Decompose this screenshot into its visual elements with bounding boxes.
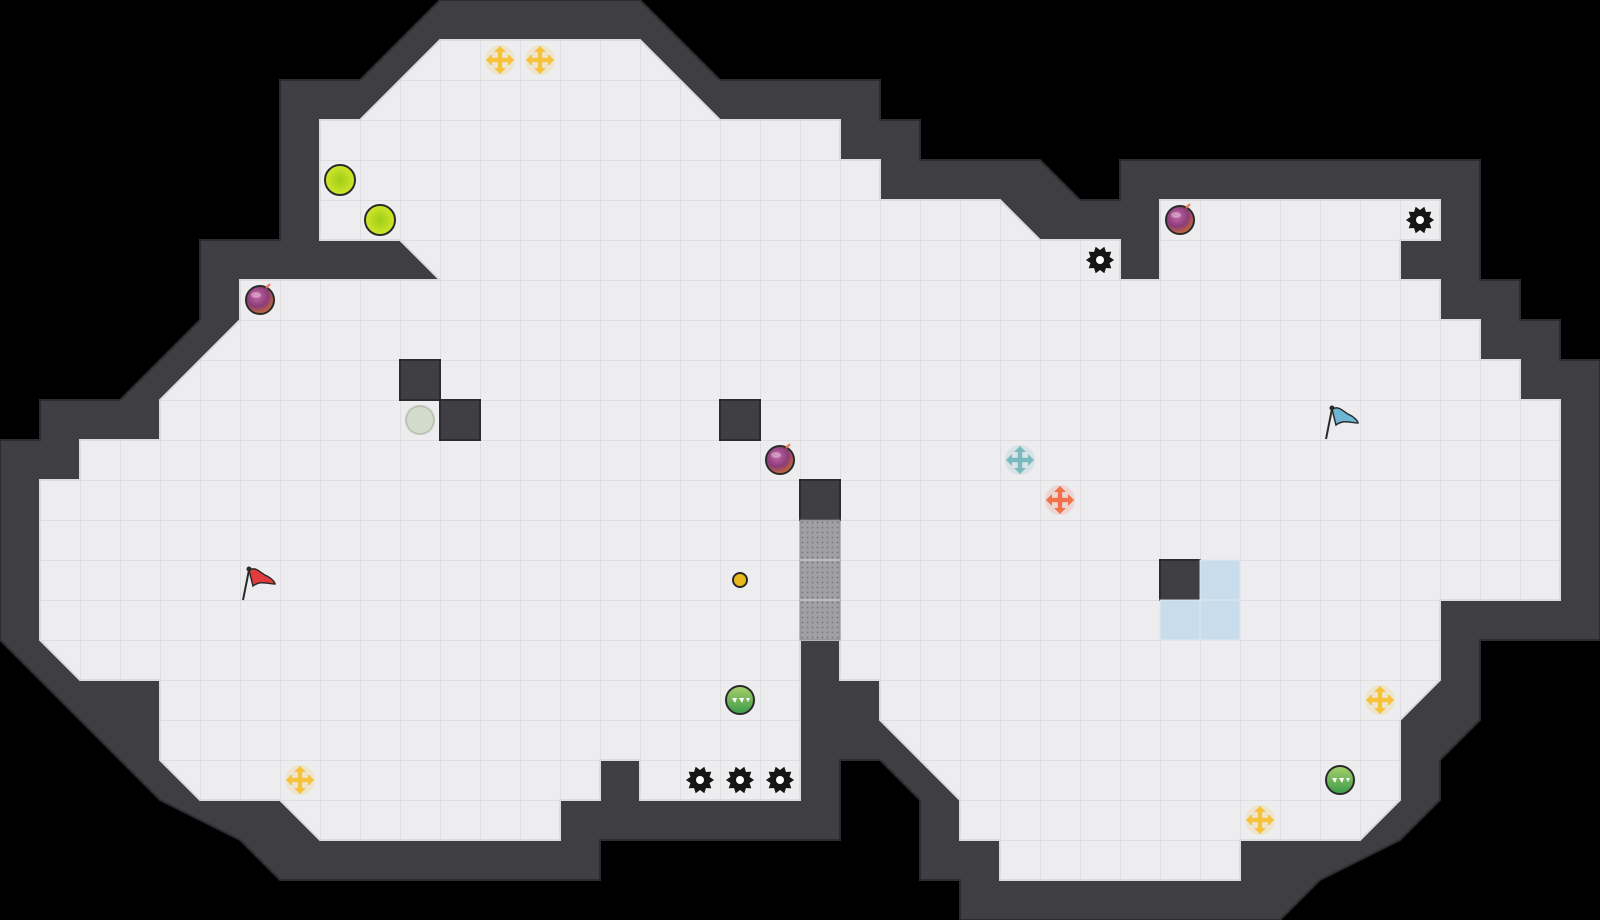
spike-icon [766,766,794,794]
spike-icon [726,766,754,794]
spike-icon [1086,246,1114,274]
spike-icon [686,766,714,794]
yellow-boost-icon [525,45,555,75]
gate-icon [799,519,841,641]
wall-block [719,399,761,441]
spike-icon [1406,206,1434,234]
ball-icon [1325,765,1355,795]
powerup-icon [324,164,356,196]
neutral-ball-marker [405,405,435,435]
red-boost-icon [1045,485,1075,515]
blue-boost-icon [1005,445,1035,475]
powerup-icon [364,204,396,236]
wall-block [1159,559,1201,601]
yellow-boost-icon [285,765,315,795]
bomb-icon [1165,203,1195,235]
entities [242,45,1434,835]
portal-icon [1159,559,1241,641]
wall-block [799,479,841,521]
bomb-icon [765,443,795,475]
wall-block [399,359,441,401]
blue-flag-icon [1325,405,1359,440]
yellow-boost-icon [1365,685,1395,715]
yellow-boost-icon [1245,805,1275,835]
wall-block [439,399,481,441]
wall-blocks [399,359,1201,601]
floor [39,39,1561,881]
ball-icon [725,685,755,715]
yellow-boost-icon [485,45,515,75]
red-flag-icon [242,566,276,601]
button-icon [732,572,748,588]
bomb-icon [245,283,275,315]
